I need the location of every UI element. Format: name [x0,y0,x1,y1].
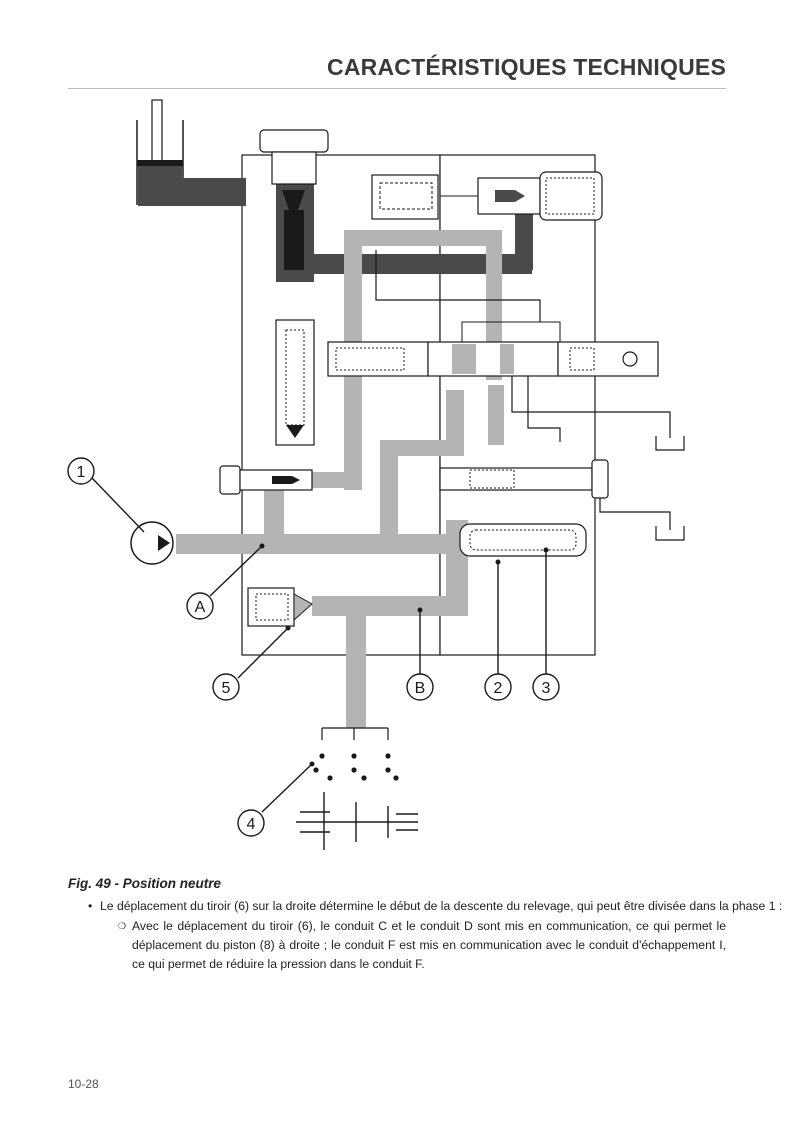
callout-b-text: B [415,680,426,697]
callout-3-text: 3 [542,680,551,697]
gear-set [296,792,418,850]
header-divider [68,88,726,89]
callout-1-text: 1 [77,464,86,481]
oil-drops [313,753,399,781]
bullet-text: Le déplacement du tiroir (6) sur la droi… [100,899,783,913]
callout-2 [484,673,512,701]
callout-3 [532,673,560,701]
relief-valve [459,523,587,557]
callout-4 [237,809,265,837]
valve-5 [247,587,313,627]
bullet-marker: • [88,899,93,913]
callout-2-text: 2 [494,680,503,697]
figure-caption: Fig. 49 - Position neutre [68,876,222,891]
check-valve-top [259,129,329,446]
hydraulic-diagram: 1 A 5 B 2 3 4 [67,99,685,850]
callout-4-text: 4 [247,816,256,833]
secondary-spool-valve [219,459,609,499]
pilot-valve-top-right [371,171,603,221]
sub-bullet-item: ❍ Avec le déplacement du tiroir (6), le … [118,917,726,974]
sub-bullet-marker: ❍ [118,921,127,931]
sub-bullet-text: Avec le déplacement du tiroir (6), le co… [132,919,726,971]
lubrication-nozzles [321,727,389,740]
callout-a-text: A [195,599,206,616]
callout-5-text: 5 [222,680,231,697]
page-header-title: CARACTÉRISTIQUES TECHNIQUES [327,54,726,80]
callout-a [186,592,214,620]
main-spool-valve [327,321,659,377]
page-number: 10-28 [68,1077,99,1091]
lift-cylinder [136,99,246,206]
pump-symbol [130,521,174,565]
callout-dots [259,543,549,767]
bullet-item: • Le déplacement du tiroir (6) sur la dr… [88,897,782,916]
callout-labels [67,457,560,837]
callout-b [406,673,434,701]
callout-leaders [91,477,547,813]
callout-1 [67,457,95,485]
tank-return-lines [375,250,685,541]
callout-5 [212,673,240,701]
